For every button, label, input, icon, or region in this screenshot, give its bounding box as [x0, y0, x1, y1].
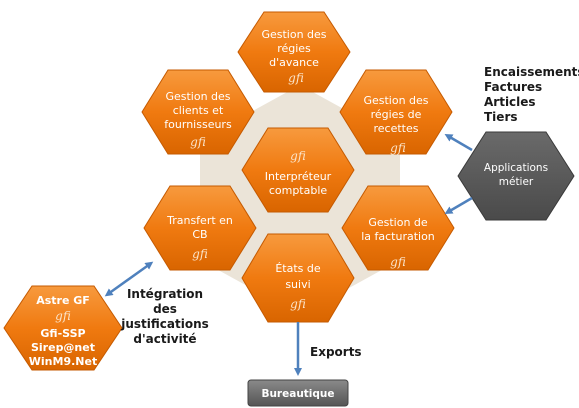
hex-interpreteur-line2: comptable [269, 184, 328, 197]
hex-astre-gf-line3: WinM9.Net [29, 355, 97, 368]
encaissements-item: Encaissements [484, 65, 579, 79]
hex-applications-line2: métier [499, 176, 534, 188]
hex-clients-fournisseurs-line3: fournisseurs [164, 118, 232, 131]
integration-line: d'activité [133, 332, 196, 346]
encaissements-list: Encaissements Factures Articles Tiers [484, 65, 579, 124]
gfi-logo: gfi [390, 255, 406, 269]
arrow-applications-to-recettes [444, 133, 473, 152]
hex-facturation-line2: la facturation [361, 230, 435, 243]
gfi-logo: gfi [55, 309, 71, 323]
hex-facturation-line1: Gestion de [368, 216, 428, 229]
hex-interpreteur-line1: Interpréteur [265, 170, 332, 183]
hex-etats-suivi[interactable]: États de suivi gfi [241, 233, 355, 323]
integration-line: Intégration [127, 287, 203, 301]
integration-line: justifications [120, 317, 209, 331]
hex-etats-suivi-line1: États de [275, 262, 321, 275]
encaissements-item: Articles [484, 95, 536, 109]
gfi-logo: gfi [288, 71, 304, 85]
exports-label: Exports [310, 345, 362, 359]
integration-text: Intégration des justifications d'activit… [120, 287, 209, 346]
gfi-logo: gfi [290, 149, 306, 163]
hex-regies-avance-line1: Gestion des [261, 28, 326, 41]
bureautique-box[interactable]: Bureautique [247, 379, 349, 407]
hex-regies-recettes[interactable]: Gestion des régies de recettes gfi [339, 69, 453, 155]
encaissements-item: Tiers [484, 110, 518, 124]
arrow-astre-transfert [104, 261, 154, 297]
hex-clients-fournisseurs-line1: Gestion des [165, 90, 230, 103]
gfi-logo: gfi [190, 135, 206, 149]
hex-astre-gf-line2: Sirep@net [31, 341, 95, 354]
hex-etats-suivi-line2: suivi [285, 278, 310, 291]
gfi-logo: gfi [390, 141, 406, 155]
hex-regies-recettes-line3: recettes [374, 122, 419, 135]
hex-transfert-cb-line2: CB [192, 228, 207, 241]
hex-transfert-cb-line1: Transfert en [166, 214, 233, 227]
hex-interpreteur-comptable[interactable]: gfi Interpréteur comptable [241, 127, 355, 213]
integration-line: des [153, 302, 177, 316]
hex-regies-avance-line2: régies [277, 42, 311, 55]
hex-clients-fournisseurs-line2: clients et [173, 104, 224, 117]
hex-transfert-cb[interactable]: Transfert en CB gfi [143, 185, 257, 271]
gfi-logo: gfi [290, 297, 306, 311]
hex-regies-avance[interactable]: Gestion des régies d'avance gfi [237, 11, 351, 93]
hex-astre-gf[interactable]: Astre GF gfi Gfi-SSP Sirep@net WinM9.Net [3, 285, 123, 371]
arrow-applications-to-facturation [444, 196, 473, 215]
hex-astre-gf-title: Astre GF [36, 294, 90, 307]
hex-regies-recettes-line1: Gestion des [363, 94, 428, 107]
hex-regies-recettes-line2: régies de [371, 108, 422, 121]
hex-applications-metier[interactable]: Applications métier [457, 131, 575, 221]
hex-facturation[interactable]: Gestion de la facturation gfi [341, 185, 455, 271]
gfi-logo: gfi [192, 247, 208, 261]
hex-applications-line1: Applications [484, 162, 548, 174]
hex-clients-fournisseurs[interactable]: Gestion des clients et fournisseurs gfi [141, 69, 255, 155]
encaissements-item: Factures [484, 80, 542, 94]
hex-regies-avance-line3: d'avance [269, 56, 319, 69]
bureautique-label: Bureautique [261, 388, 334, 400]
hex-astre-gf-line1: Gfi-SSP [40, 327, 85, 340]
